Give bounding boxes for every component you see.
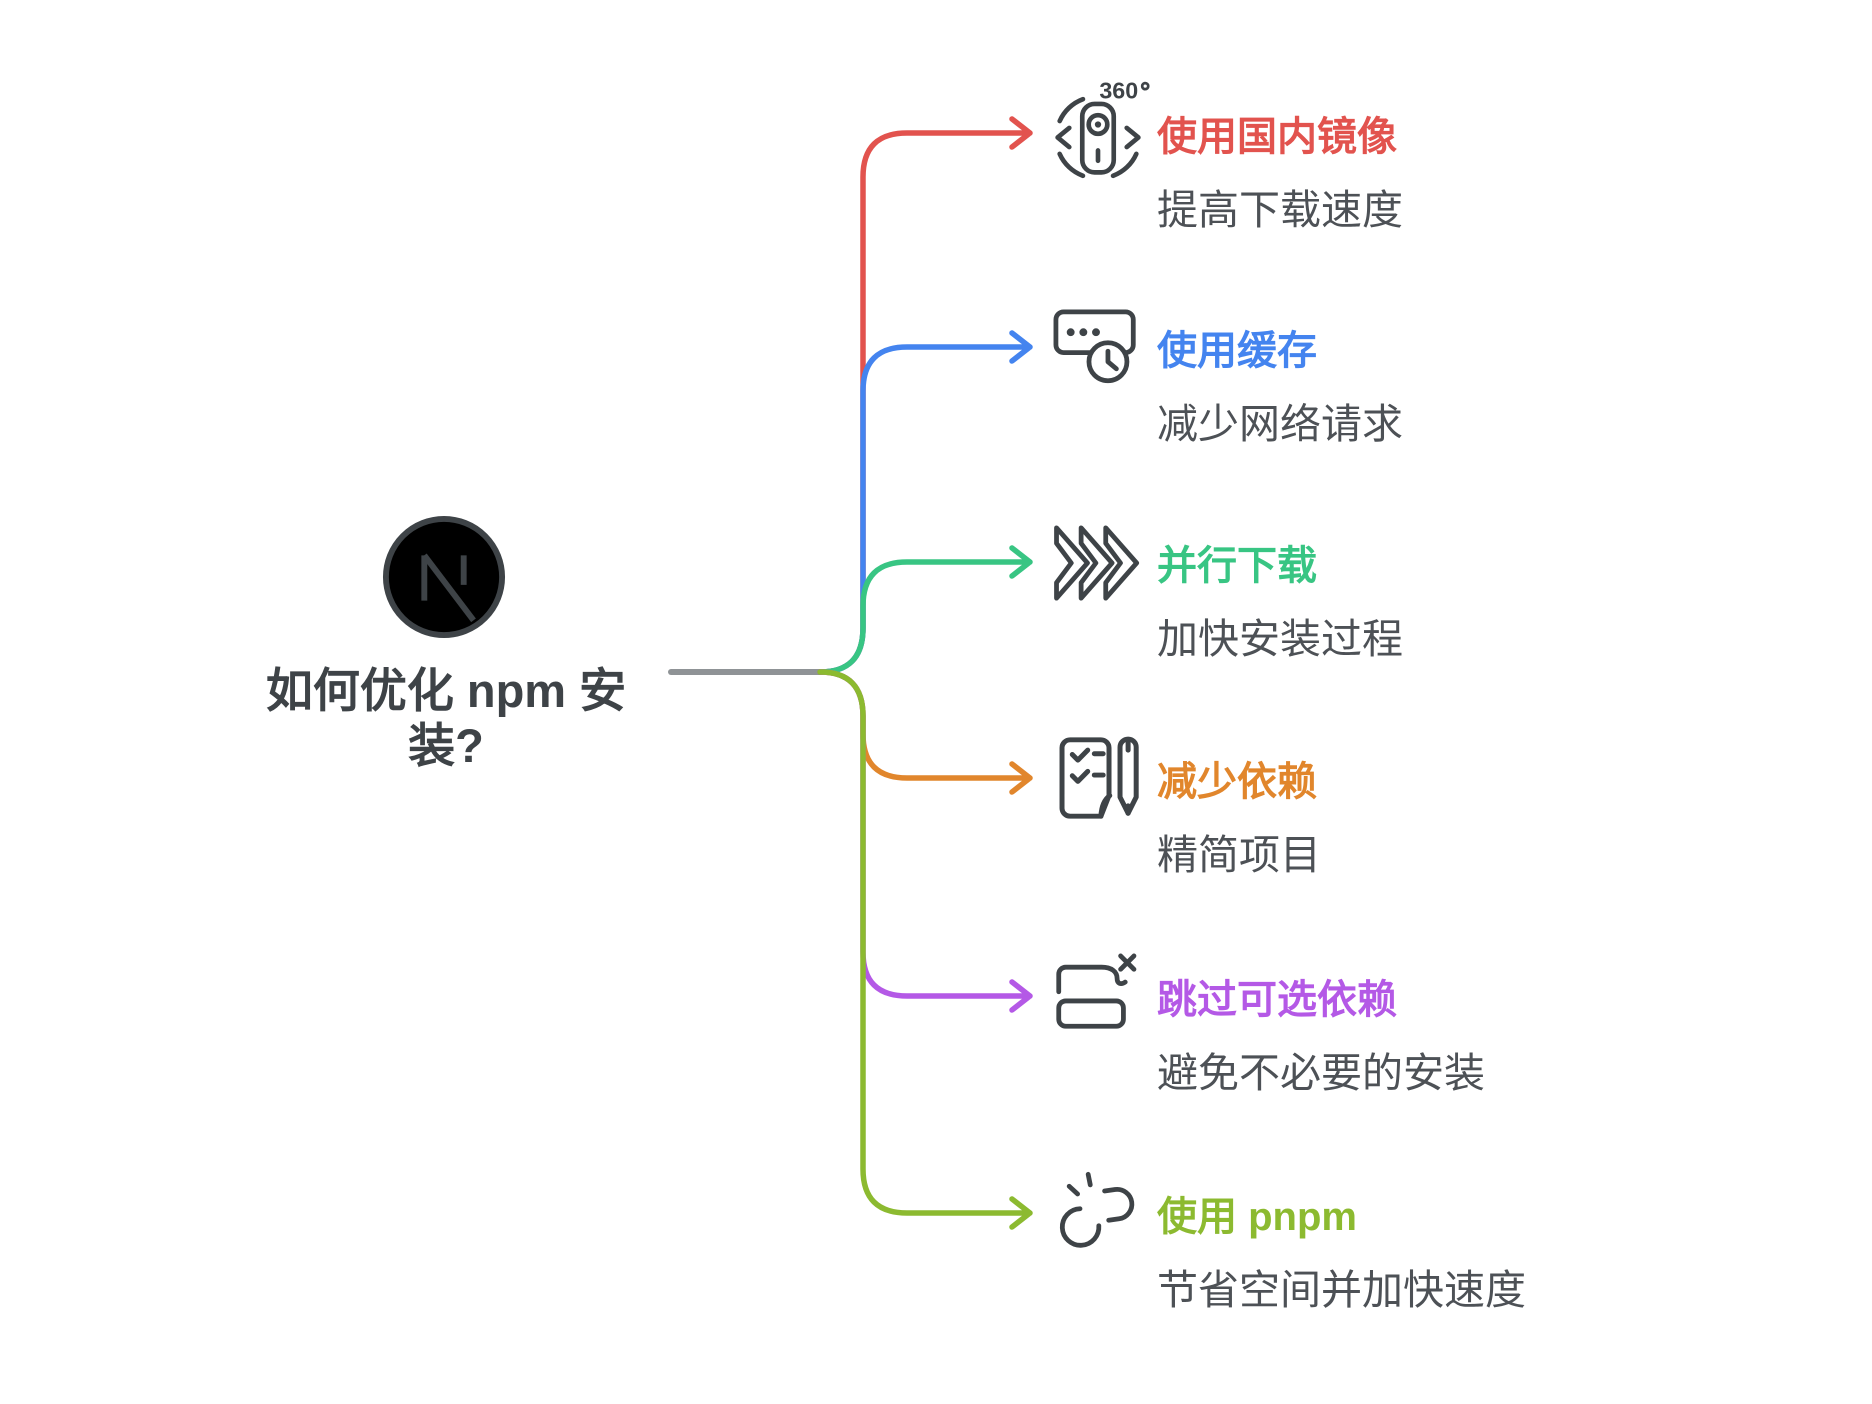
branch-connector-cache: [817, 330, 1033, 675]
fast-forward-icon: [1053, 518, 1143, 608]
n-logo: [381, 514, 507, 645]
branch-connector-deps: [817, 669, 1033, 795]
icon-360-label: 360: [1099, 80, 1138, 103]
branch-connector-optional: [817, 669, 1033, 1013]
branch-subtitle: 减少网络请求: [1157, 401, 1403, 447]
branch-connector-pnpm: [817, 669, 1033, 1230]
checklist-pen-icon: [1051, 731, 1145, 825]
broken-link-icon: [1053, 1168, 1143, 1258]
branch-title: 使用 pnpm: [1157, 1195, 1357, 1239]
branch-title: 跳过可选依赖: [1157, 978, 1397, 1022]
branch-title: 并行下载: [1157, 544, 1317, 588]
branch-title: 使用缓存: [1157, 329, 1317, 373]
branch-subtitle: 加快安装过程: [1157, 616, 1403, 662]
root-title: 如何优化 npm 安 装?: [228, 664, 664, 773]
branch-title: 减少依赖: [1157, 760, 1317, 804]
branch-title: 使用国内镜像: [1157, 115, 1397, 159]
branch-connector-parallel: [817, 545, 1033, 675]
layers-remove-icon: [1051, 951, 1141, 1041]
branch-subtitle: 节省空间并加快速度: [1157, 1267, 1526, 1313]
branch-subtitle: 精简项目: [1157, 832, 1321, 878]
branch-subtitle: 避免不必要的安装: [1157, 1050, 1485, 1096]
root-title-line2: 装?: [408, 718, 484, 772]
cache-clock-icon: [1051, 302, 1141, 392]
branch-subtitle: 提高下载速度: [1157, 187, 1403, 233]
root-title-line1: 如何优化 npm 安: [265, 664, 627, 717]
branch-connector-mirror: [817, 116, 1033, 675]
camera-360-icon: 360: [1046, 80, 1150, 184]
